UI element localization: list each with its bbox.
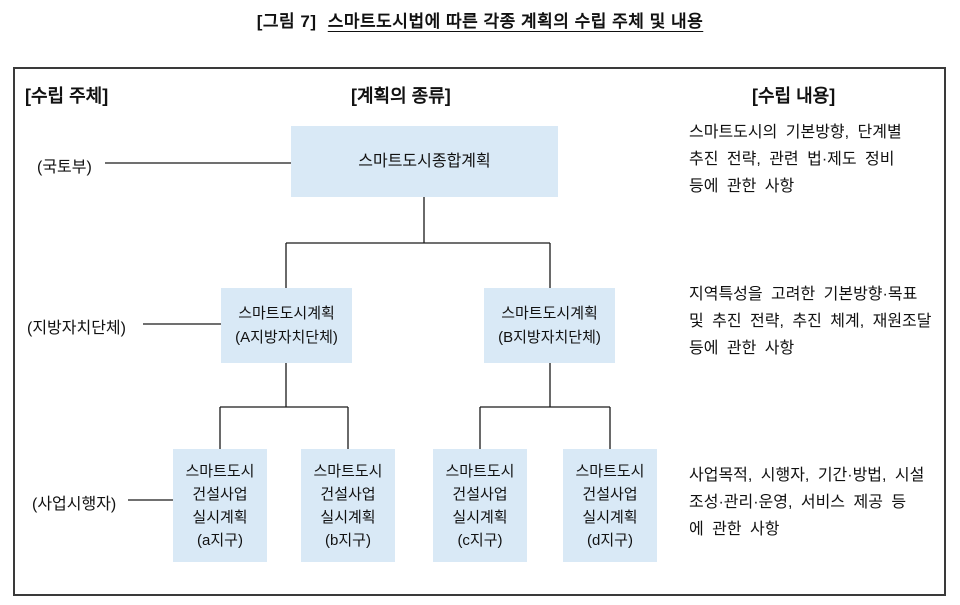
tree-mid-a-to-bottom	[219, 363, 349, 449]
header-establishment-content: [수립 내용]	[752, 86, 836, 106]
box-smart-city-plan-a: 스마트도시계획 (A지방자치단체)	[221, 288, 352, 363]
connector-lines	[105, 162, 611, 501]
box-implementation-plan-district-b: 스마트도시 건설사업 실시계획 (b지구)	[301, 449, 395, 562]
box-smart-city-plan-b: 스마트도시계획 (B지방자치단체)	[484, 288, 615, 363]
content-text-smart-city-plan: 지역특성을 고려한 기본방향·목표 및 추진 전략, 추진 체계, 재원조달 등…	[689, 286, 932, 357]
tree-mid-b-to-bottom	[479, 363, 611, 449]
box-implementation-plan-district-a: 스마트도시 건설사업 실시계획 (a지구)	[173, 449, 267, 562]
header-plan-type: [계획의 종류]	[351, 86, 451, 106]
diagram-frame: [수립 주체] [계획의 종류] [수립 내용] (국토부) (지방자치단체) …	[13, 67, 946, 596]
subject-label-local-gov: (지방자치단체)	[27, 320, 126, 337]
box-implementation-plan-district-c: 스마트도시 건설사업 실시계획 (c지구)	[433, 449, 527, 562]
header-establishment-subject: [수립 주체]	[25, 86, 109, 106]
figure-title: [그림 7] 스마트도시법에 따른 각종 계획의 수립 주체 및 내용	[0, 7, 960, 32]
subject-label-molit: (국토부)	[37, 159, 92, 176]
subject-label-implementer: (사업시행자)	[32, 496, 117, 513]
figure-title-prefix: [그림 7]	[256, 12, 317, 31]
tree-top-to-mid	[285, 197, 551, 288]
box-implementation-plan-district-d: 스마트도시 건설사업 실시계획 (d지구)	[563, 449, 657, 562]
content-text-comprehensive-plan: 스마트도시의 기본방향, 단계별 추진 전략, 관련 법·제도 정비 등에 관한…	[689, 124, 902, 195]
content-text-implementation-plan: 사업목적, 시행자, 기간·방법, 시설 조성·관리·운영, 서비스 제공 등 …	[689, 467, 925, 538]
box-comprehensive-smart-city-plan: 스마트도시종합계획	[291, 126, 558, 197]
figure-title-text: 스마트도시법에 따른 각종 계획의 수립 주체 및 내용	[327, 12, 704, 31]
